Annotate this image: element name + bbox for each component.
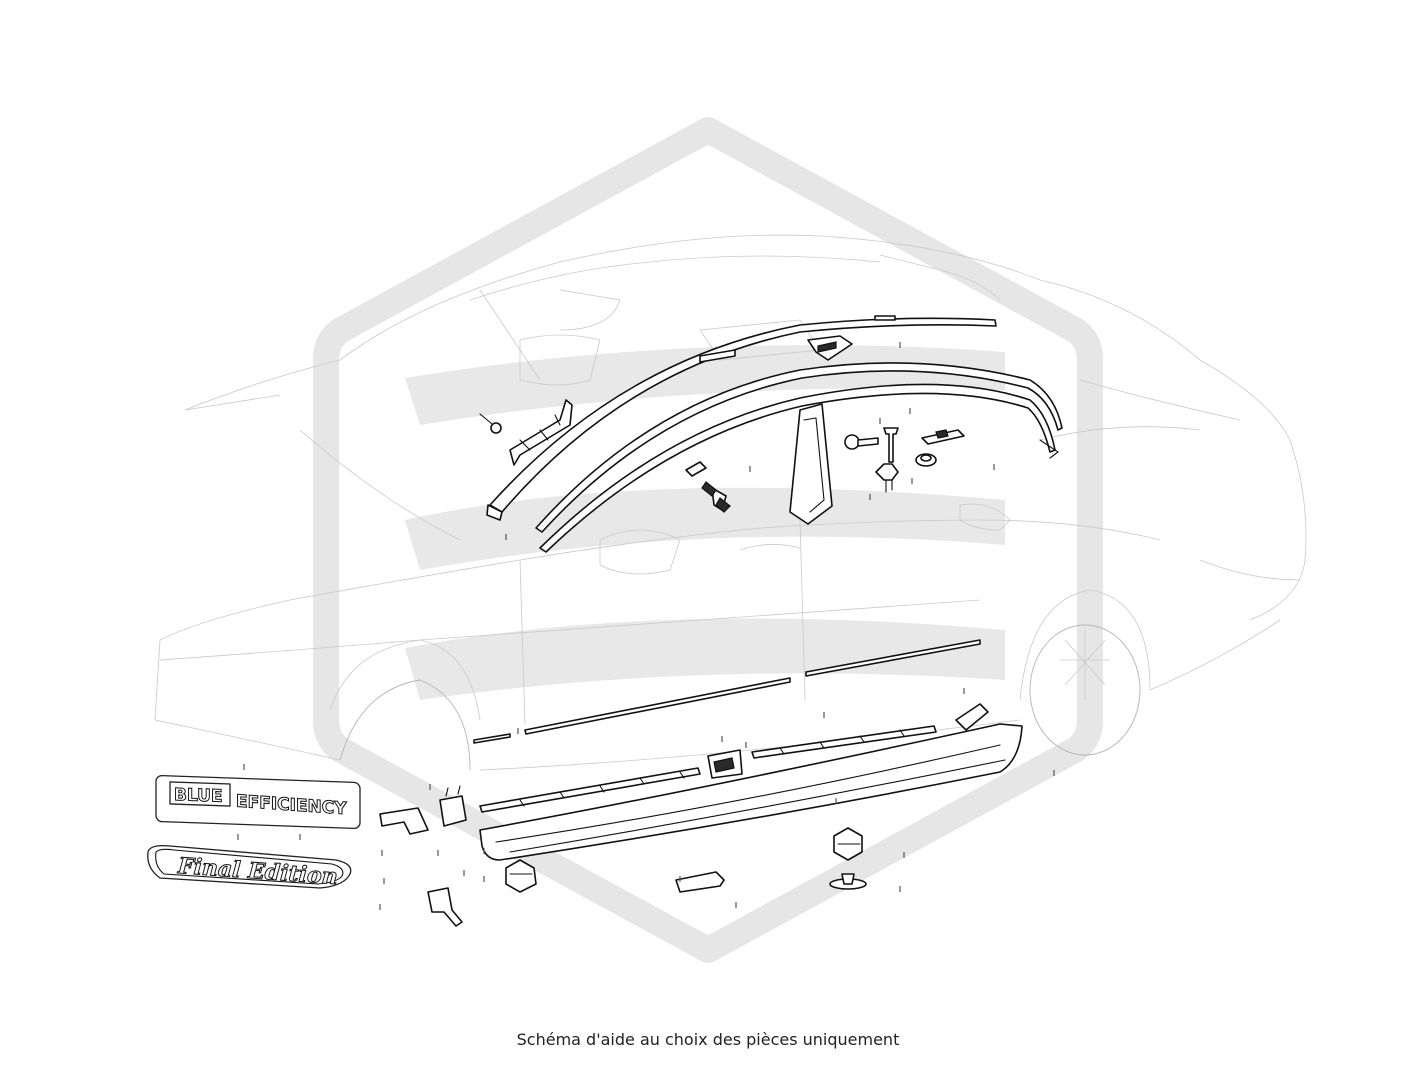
fasteners: [844, 427, 965, 493]
emblem-blue-efficiency: BLUE EFFICIENCY: [155, 775, 361, 830]
exploded-parts-diagram: BLUE EFFICIENCY Final Edition: [147, 117, 1307, 963]
pillar-trim: [789, 403, 833, 525]
emblem-blue-text: BLUE: [174, 785, 223, 807]
roof-moldings: [486, 315, 1063, 553]
door-moldings: [473, 639, 981, 744]
emblem-final-edition: Final Edition: [147, 844, 352, 891]
watermark-logo: [313, 117, 1103, 963]
lower-clips: [379, 785, 867, 927]
diagram-caption: Schéma d'aide au choix des pièces unique…: [516, 1030, 900, 1049]
side-skirt: [479, 703, 1023, 861]
roof-clips: [479, 335, 853, 513]
reference-ticks: [237, 342, 1055, 910]
